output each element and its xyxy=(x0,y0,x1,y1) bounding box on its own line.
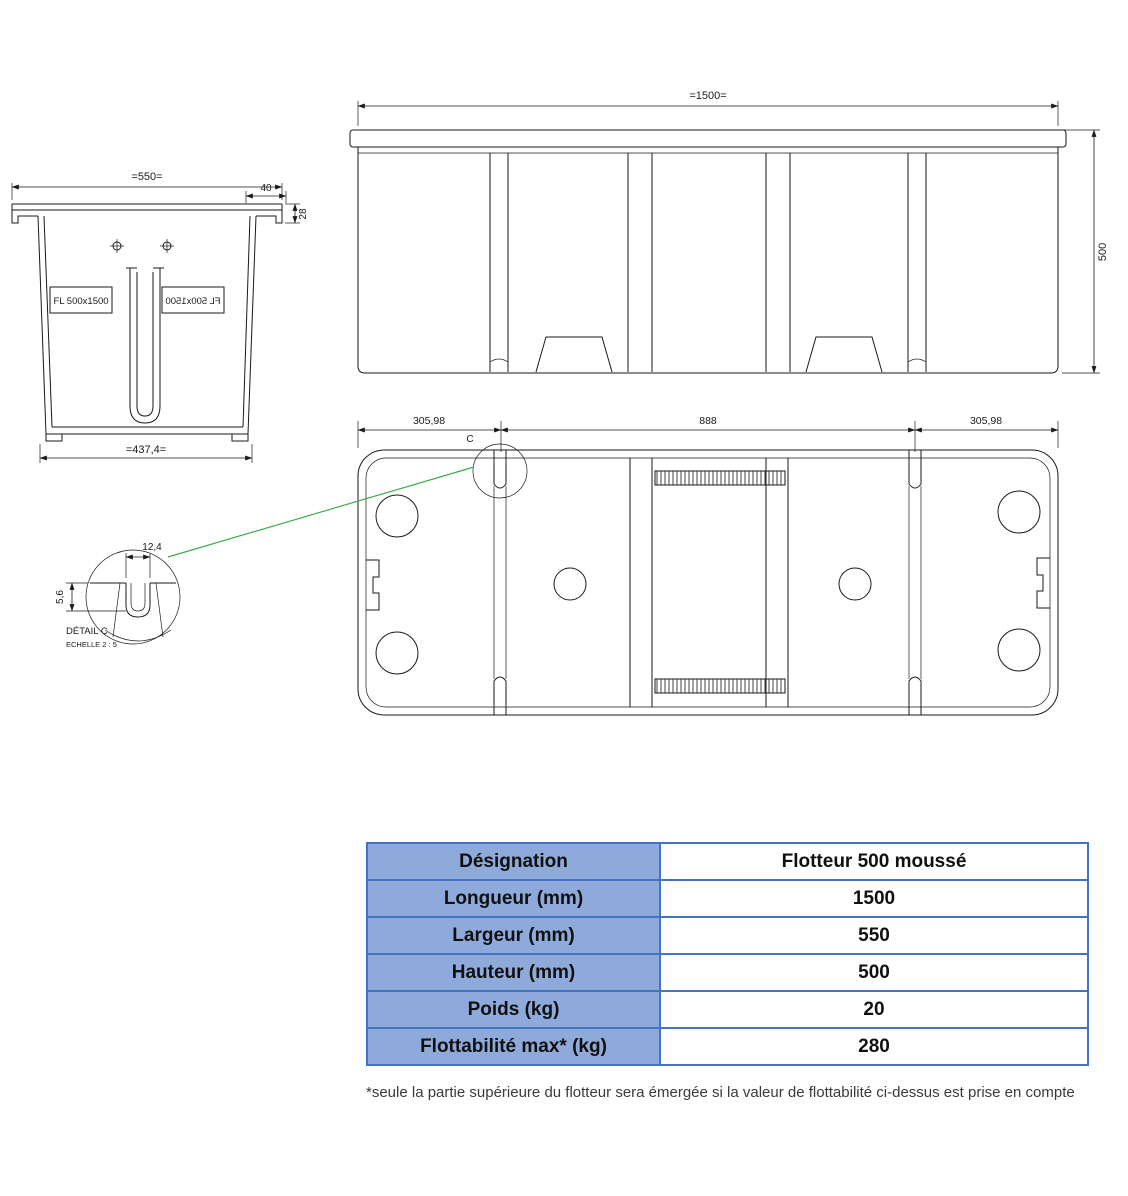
spec-value-cell: 20 xyxy=(659,990,1089,1029)
spec-value-cell: Flotteur 500 moussé xyxy=(659,842,1089,881)
spec-table: Désignation Flotteur 500 moussé Longueur… xyxy=(366,842,1089,1066)
spec-label-cell: Désignation xyxy=(366,842,661,881)
detail-circle xyxy=(472,443,528,499)
spec-value-cell: 550 xyxy=(659,916,1089,955)
spec-label-cell: Longueur (mm) xyxy=(366,879,661,918)
technical-drawing: =550= FL xyxy=(11,90,1109,716)
table-row: Désignation Flotteur 500 moussé xyxy=(366,842,1089,881)
detail-view: 12,4 5,6 DÉTAIL C ECHELLE 2 : 5 xyxy=(55,542,181,649)
end-view: =550= FL xyxy=(11,171,309,463)
plate-label-right: FL 500x1500 xyxy=(165,296,220,307)
detail-leader-line xyxy=(167,466,475,558)
side-view: =1500= 500 xyxy=(349,90,1109,374)
table-row: Flottabilité max* (kg) 280 xyxy=(366,1027,1089,1066)
spec-label-cell: Flottabilité max* (kg) xyxy=(366,1027,661,1066)
table-row: Longueur (mm) 1500 xyxy=(366,879,1089,918)
spec-label-cell: Poids (kg) xyxy=(366,990,661,1029)
table-row: Largeur (mm) 550 xyxy=(366,916,1089,955)
side-view-length-dim: =1500= xyxy=(689,90,726,102)
plate-label-left: FL 500x1500 xyxy=(53,296,108,307)
spec-value-cell: 280 xyxy=(659,1027,1089,1066)
footnote: *seule la partie supérieure du flotteur … xyxy=(366,1084,1075,1101)
end-view-flange-dim: 40 xyxy=(260,183,272,194)
spec-value-cell: 1500 xyxy=(659,879,1089,918)
bottom-view-right-dim: 305,98 xyxy=(970,415,1002,427)
end-view-base-dim: =437,4= xyxy=(126,444,166,456)
detail-marker-label: C xyxy=(466,434,473,445)
detail-title: DÉTAIL C xyxy=(66,626,108,637)
detail-slot-width-dim: 12,4 xyxy=(142,542,162,553)
spec-label-cell: Hauteur (mm) xyxy=(366,953,661,992)
end-view-width-dim: =550= xyxy=(131,171,162,183)
table-row: Poids (kg) 20 xyxy=(366,990,1089,1029)
bottom-view: 305,98 888 305,98 C xyxy=(357,415,1059,716)
bottom-view-left-dim: 305,98 xyxy=(413,415,445,427)
end-view-lip-dim: 28 xyxy=(298,208,309,220)
bottom-view-center-dim: 888 xyxy=(699,415,717,427)
spec-label-cell: Largeur (mm) xyxy=(366,916,661,955)
side-view-height-dim: 500 xyxy=(1097,243,1109,261)
detail-slot-depth-dim: 5,6 xyxy=(55,590,66,604)
detail-scale: ECHELLE 2 : 5 xyxy=(66,640,117,649)
table-row: Hauteur (mm) 500 xyxy=(366,953,1089,992)
spec-value-cell: 500 xyxy=(659,953,1089,992)
